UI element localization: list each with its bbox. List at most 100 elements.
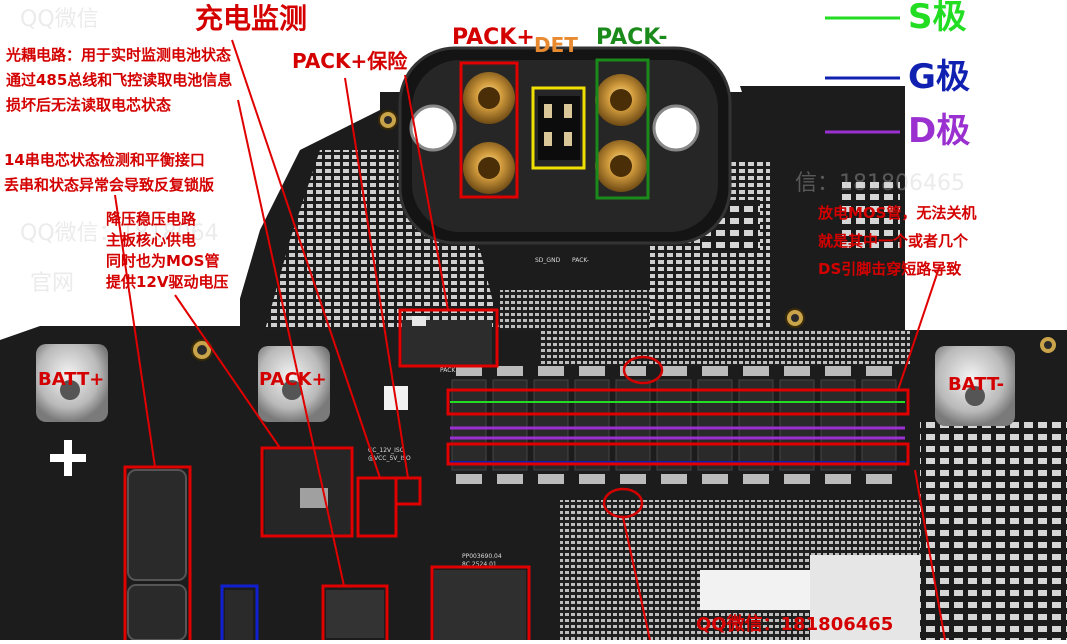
fuse-chip bbox=[402, 320, 492, 366]
pad-field-left bbox=[265, 150, 500, 330]
battery-terminals bbox=[36, 344, 1015, 426]
mosfet bbox=[656, 379, 692, 471]
box-ic-small bbox=[356, 476, 398, 538]
mount-holes bbox=[191, 110, 1056, 361]
silk-pack: PACK bbox=[440, 367, 456, 374]
mosfet-pad-top bbox=[743, 366, 769, 376]
mosfet bbox=[861, 379, 897, 471]
pad-field-mos-top bbox=[540, 330, 910, 365]
mosfet-pad-top bbox=[456, 366, 482, 376]
circle-mos-top bbox=[622, 355, 664, 385]
annotation-mosfet: DS引脚击穿短路导致 bbox=[818, 260, 962, 278]
leader-mos bbox=[897, 264, 941, 391]
highlight-boxes bbox=[123, 58, 910, 644]
annotations: 光耦电路：用于实时监测电池状态通过485总线和飞控读取电池信息损坏后无法读取电芯… bbox=[4, 46, 976, 291]
mosfet bbox=[697, 379, 733, 471]
leader-lines bbox=[114, 39, 946, 641]
mosfet-pad-bottom bbox=[661, 474, 687, 484]
pad-white-bar bbox=[700, 570, 810, 610]
labels: 充电监测 PACK+ DET PACK- PACK+保险 BATT+ PACK+… bbox=[38, 2, 1004, 635]
mos-pin-lines bbox=[450, 401, 905, 463]
legend-label: S极 bbox=[908, 0, 967, 37]
mosfet-pad-bottom bbox=[743, 474, 769, 484]
leader-fuse-ic bbox=[344, 77, 409, 479]
legend-label: G极 bbox=[908, 57, 970, 97]
legend-label: D极 bbox=[908, 111, 970, 151]
mosfet bbox=[615, 379, 651, 471]
annotation-regulator: 提供12V驱动电压 bbox=[106, 273, 228, 291]
box-pack-plus bbox=[459, 61, 519, 199]
silk-gnd: SD_GND bbox=[535, 257, 561, 264]
mosfet-pad-bottom bbox=[866, 474, 892, 484]
mosfet-pad-bottom bbox=[825, 474, 851, 484]
annotation-mosfet: 放电MOS管，无法关机 bbox=[817, 204, 976, 222]
mosfet-pad-top bbox=[620, 366, 646, 376]
annotation-cell-balance: 丢串和状态异常会导致反复锁版 bbox=[4, 176, 214, 194]
pad-field-center bbox=[500, 290, 650, 330]
annotation-optocoupler: 通过485总线和飞控读取电池信息 bbox=[6, 71, 232, 89]
label-qq: QQ微信：181806465 bbox=[696, 613, 893, 635]
lower-left-components bbox=[127, 316, 526, 641]
label-pack-plus-mid: PACK+ bbox=[259, 369, 327, 390]
mosfet-pad-bottom bbox=[702, 474, 728, 484]
watermark-left: QQ微信 bbox=[20, 7, 99, 32]
annotation-optocoupler: 损坏后无法读取电芯状态 bbox=[6, 96, 171, 114]
annotation-regulator: 降压稳压电路 bbox=[106, 210, 197, 228]
box-regulator bbox=[260, 446, 354, 538]
leader-fuse bbox=[404, 74, 449, 311]
mosfet bbox=[451, 379, 487, 471]
mosfet-pad-bottom bbox=[538, 474, 564, 484]
leader-regulator bbox=[174, 294, 281, 449]
label-batt-plus: BATT+ bbox=[38, 369, 104, 390]
leader-right bbox=[914, 469, 946, 641]
annotation-regulator: 同时也为MOS管 bbox=[106, 252, 219, 270]
mosfet-pad-top bbox=[866, 366, 892, 376]
opto-ic bbox=[326, 590, 384, 638]
mosfet-pad-top bbox=[661, 366, 687, 376]
box-det bbox=[531, 86, 586, 170]
watermark-site: 官网 bbox=[30, 271, 74, 296]
blue-box-part bbox=[225, 590, 253, 640]
mosfet bbox=[574, 379, 610, 471]
xt-connector bbox=[398, 46, 732, 245]
silk-vcc12: CC_12V_ISO bbox=[368, 447, 405, 454]
mosfet bbox=[492, 379, 528, 471]
cell-connector-top bbox=[127, 469, 187, 581]
pad-field-far-right bbox=[920, 420, 1067, 640]
silk-pack-minus: PACK- bbox=[572, 257, 589, 264]
silkscreen: SD_GND PACK- PACK CC_12V_ISO @VCC_5V_ISO… bbox=[368, 257, 589, 568]
leader-charge bbox=[231, 39, 381, 479]
annotation-optocoupler: 光耦电路：用于实时监测电池状态 bbox=[5, 46, 231, 64]
mosfet-pad-bottom bbox=[497, 474, 523, 484]
label-pack-plus-fuse: PACK+保险 bbox=[292, 49, 408, 73]
plus-marking bbox=[50, 440, 86, 476]
label-det: DET bbox=[534, 33, 578, 57]
cell-connector-bottom bbox=[127, 584, 187, 641]
label-charge-monitor: 充电监测 bbox=[195, 2, 307, 35]
leader-cell bbox=[114, 194, 156, 468]
mosfet-pad-bottom bbox=[620, 474, 646, 484]
silk-vcc5: @VCC_5V_ISO bbox=[368, 455, 411, 462]
annotation-mosfet: 就是其中一个或者几个 bbox=[818, 232, 969, 250]
mosfet-pad-top bbox=[538, 366, 564, 376]
box-pack-minus bbox=[595, 58, 650, 200]
mosfet-pad-top bbox=[702, 366, 728, 376]
mosfet-pad-top bbox=[497, 366, 523, 376]
mosfet bbox=[820, 379, 856, 471]
mosfet bbox=[738, 379, 774, 471]
mosfet-pad-bottom bbox=[784, 474, 810, 484]
silk-part: PP003690.04 bbox=[462, 553, 502, 560]
label-pack-minus: PACK- bbox=[596, 25, 668, 50]
mosfet bbox=[779, 379, 815, 471]
box-fuse bbox=[398, 308, 499, 368]
pad-field-right-edge bbox=[840, 180, 900, 250]
mosfet-array bbox=[451, 366, 897, 484]
leader-mos-bottom bbox=[622, 516, 651, 641]
mosfet bbox=[533, 379, 569, 471]
mosfet-pad-bottom bbox=[456, 474, 482, 484]
leader-opto bbox=[237, 99, 345, 587]
watermark-right: 信：181806465 bbox=[795, 171, 965, 196]
box-mos-row2 bbox=[446, 442, 910, 466]
silk-part2: 8C 2524 01 bbox=[462, 561, 497, 568]
